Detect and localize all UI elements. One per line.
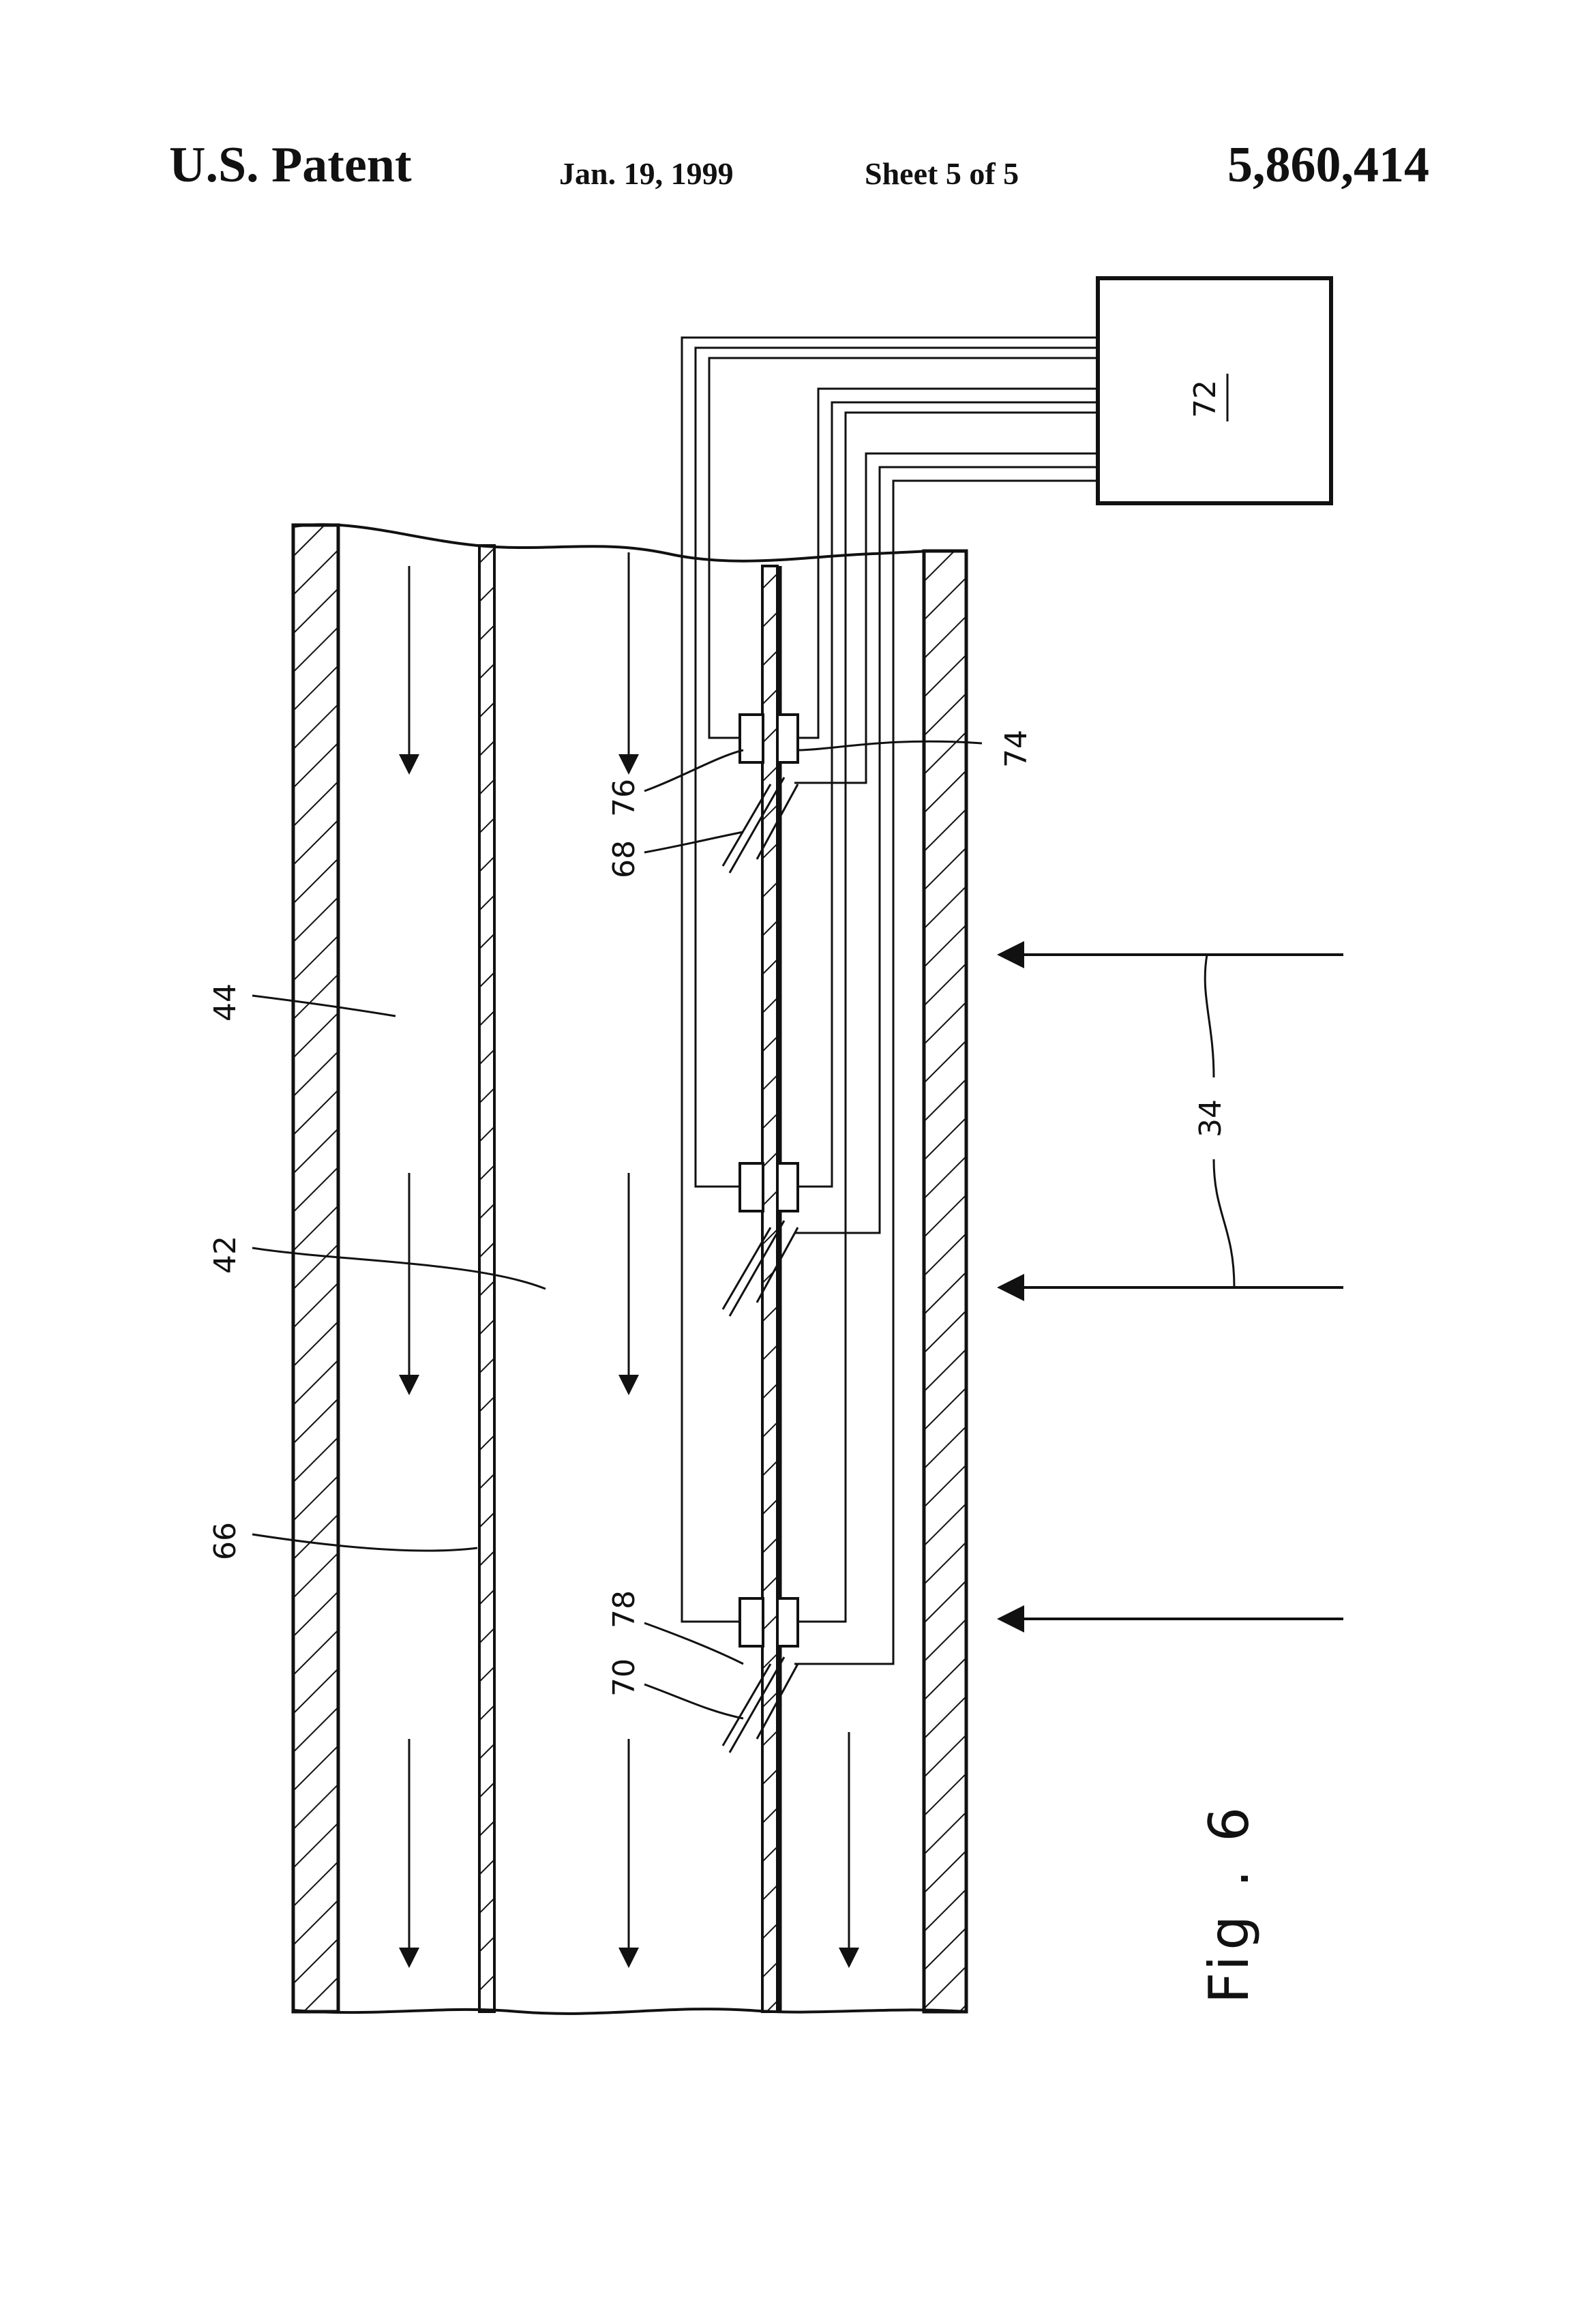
break-line-bottom [293, 2009, 966, 2014]
wiring-bundle [682, 338, 1098, 1664]
thin-wall-66 [479, 546, 494, 2012]
outer-left-wall [293, 525, 338, 2012]
label-sensor-bottom: 78 [607, 1590, 642, 1628]
label-film-bottom: 70 [607, 1658, 642, 1697]
label-control-unit: 72 [1188, 380, 1223, 418]
leader-lines [252, 741, 982, 1718]
label-sensor-top: 76 [607, 779, 642, 817]
label-wall: 66 [208, 1522, 243, 1560]
label-external-flow: 34 [1193, 1099, 1228, 1137]
figure-caption: Fig . 6 [1197, 1802, 1261, 2003]
label-film-top: 68 [607, 840, 642, 878]
external-flow-arrows-34 [1002, 955, 1343, 1619]
control-unit-box: 72 [1098, 278, 1331, 503]
label-outer-channel: 44 [208, 983, 243, 1022]
label-inner-channel: 42 [208, 1236, 243, 1274]
outer-right-wall [924, 551, 966, 2012]
label-lead: 74 [999, 730, 1034, 768]
